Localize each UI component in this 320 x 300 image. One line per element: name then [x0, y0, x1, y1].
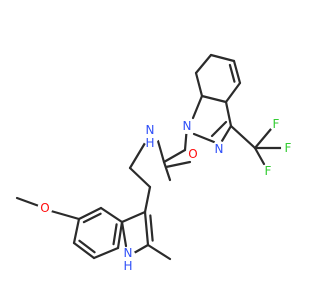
- bond-17: [162, 160, 172, 182]
- bond-11: [253, 127, 273, 150]
- bond-19: [128, 166, 152, 189]
- atom-O-carbonyl: O: [185, 146, 201, 162]
- double-bond-36: [82, 212, 102, 224]
- bond-28: [72, 217, 81, 245]
- atom-label-N-amide: N: [146, 123, 155, 137]
- bond-31: [116, 220, 124, 250]
- double-bond-37: [78, 239, 96, 254]
- bond-20: [143, 185, 152, 214]
- bond-2: [224, 81, 242, 104]
- bond-25: [146, 243, 172, 261]
- atom-N-amide: N H: [141, 123, 159, 150]
- atom-label-H-indole: H: [123, 259, 132, 273]
- atom-label-F-right: F: [285, 141, 292, 155]
- bond-27: [77, 206, 103, 221]
- double-bond-pyrazole: [210, 120, 228, 138]
- bond-13: [253, 146, 266, 166]
- double-bond-carbonyl: [164, 160, 192, 169]
- atom-label-O-carbonyl: O: [188, 147, 197, 161]
- bond-22: [120, 220, 128, 248]
- bond-26: [99, 206, 124, 224]
- molecule-diagram: F F F N N O N H N H: [15, 53, 295, 273]
- atom-layer: F F F N N O N H N H: [37, 117, 295, 273]
- atom-N2: N: [211, 141, 227, 157]
- bond-7: [192, 132, 216, 144]
- bond-30: [92, 246, 120, 260]
- bond-6: [191, 94, 204, 120]
- atom-label-F-top: F: [273, 117, 280, 131]
- atom-label-N2: N: [215, 142, 224, 156]
- bond-29: [72, 241, 96, 260]
- atom-label-N-indole: N: [124, 246, 133, 260]
- bond-23: [132, 243, 150, 255]
- bond-9: [220, 124, 233, 143]
- atom-label-N1: N: [183, 119, 192, 133]
- bond-33: [15, 196, 41, 208]
- bond-8: [224, 100, 233, 128]
- bond-16: [156, 139, 166, 164]
- double-bond-34: [228, 63, 236, 83]
- atom-NH-indole: N H: [117, 246, 137, 273]
- double-bond-38: [112, 223, 118, 246]
- bond-21: [120, 210, 147, 224]
- double-bond-35: [149, 214, 154, 242]
- bond-32: [49, 209, 81, 221]
- atom-O-methoxy: O: [37, 200, 53, 216]
- bond-3: [200, 94, 228, 104]
- atom-F-top: F: [269, 117, 283, 131]
- bond-1: [232, 59, 242, 85]
- bond-24: [143, 210, 150, 247]
- atom-label-H-amide: H: [145, 136, 154, 150]
- atom-N1: N: [179, 118, 195, 134]
- bond-15: [162, 148, 187, 164]
- atom-label-F-bottom: F: [265, 164, 272, 178]
- bond-0: [209, 53, 236, 63]
- bond-18: [128, 141, 147, 170]
- bond-10: [229, 124, 257, 150]
- bond-layer: [15, 53, 283, 261]
- bond-4: [194, 71, 204, 98]
- atom-label-O-methoxy: O: [40, 201, 49, 215]
- atom-F-bottom: F: [261, 164, 275, 178]
- atom-F-right: F: [281, 141, 295, 155]
- bond-5: [194, 53, 213, 75]
